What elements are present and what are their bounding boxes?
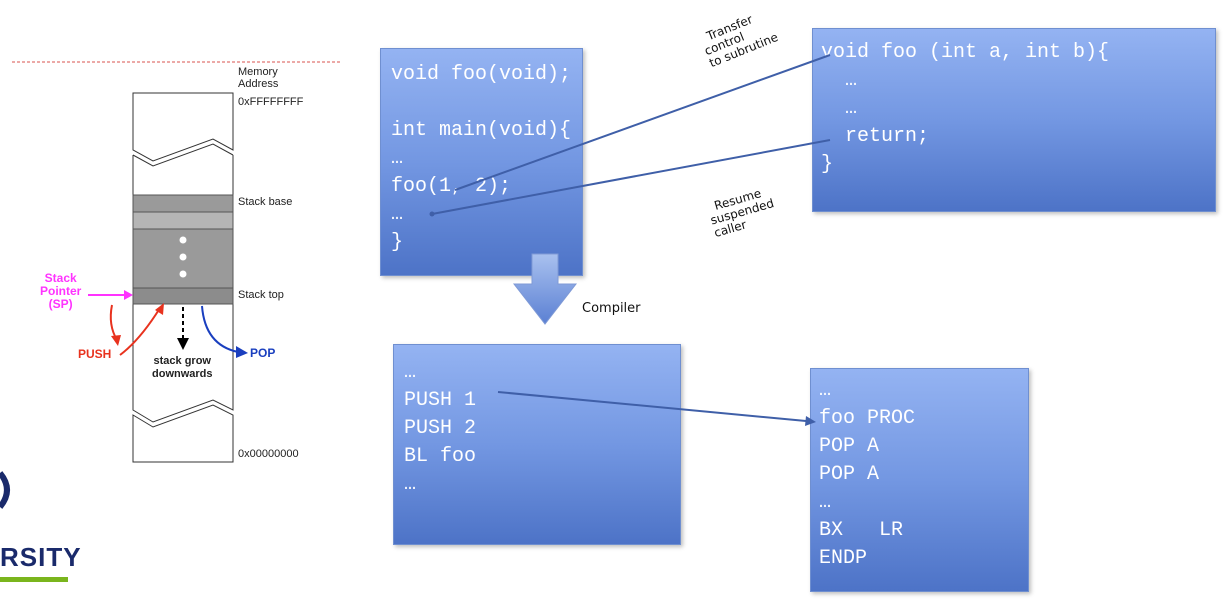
c-caller-box: void foo(void); int main(void){ … foo(1,… (380, 48, 583, 276)
code-line: PUSH 1 (404, 389, 477, 412)
stack-slot (132, 194, 234, 213)
memory-bottom-segment (132, 404, 234, 463)
push-arrow-up (119, 307, 161, 356)
compiler-arrow (512, 253, 578, 325)
code-line: … (404, 361, 417, 384)
code-line: int main(void){ (391, 119, 572, 142)
code-line: foo PROC (819, 407, 916, 430)
code-line: BX LR (819, 519, 904, 542)
code-line: POP A (819, 435, 880, 458)
code-line: … (821, 97, 858, 120)
c-callee-box: void foo (int a, int b){ … … return; } (812, 28, 1216, 212)
bottom-address-label: 0x00000000 (238, 448, 299, 460)
logo-arc (0, 470, 22, 510)
code-line: } (821, 153, 834, 176)
code-line: void foo(void); (391, 63, 572, 86)
code-line: PUSH 2 (404, 417, 477, 440)
code-line: return; (821, 125, 930, 148)
logo-bar (0, 577, 68, 582)
logo-text: RSITY (0, 542, 82, 572)
code-line: void foo (int a, int b){ (821, 41, 1110, 64)
stack-diagram (12, 61, 342, 463)
top-address-label: 0xFFFFFFFF (238, 96, 304, 108)
code-line: ENDP (819, 547, 868, 570)
ellipsis-dot (179, 270, 187, 278)
memory-middle-segment (132, 155, 234, 423)
ellipsis-dot (179, 253, 187, 261)
pop-arrow (201, 305, 239, 353)
code-line: foo(1, 2); (391, 175, 512, 198)
sp-arrow-head (124, 290, 133, 300)
code-line: … (391, 147, 404, 170)
memory-break-line (132, 143, 234, 167)
stack-slot (132, 287, 234, 305)
code-line: BL foo (404, 445, 477, 468)
asm-callee-box: … foo PROC POP A POP A … BX LR ENDP (810, 368, 1029, 592)
pop-label: POP (250, 346, 276, 360)
code-line: … (404, 473, 417, 496)
push-label: PUSH (78, 347, 112, 361)
push-arrow-down (109, 304, 118, 341)
code-line: … (391, 203, 404, 226)
code-line: POP A (819, 463, 880, 486)
code-line: … (819, 491, 832, 514)
code-line (391, 89, 582, 117)
memory-top-segment (132, 92, 234, 162)
stack-top-label: Stack top (238, 289, 284, 301)
ellipsis-dot (179, 236, 187, 244)
code-line: … (819, 379, 832, 402)
stack-slot (132, 211, 234, 230)
code-line: … (821, 69, 858, 92)
compiler-label: Compiler (582, 301, 641, 316)
grow-arrow-head (177, 338, 189, 350)
asm-caller-box: … PUSH 1 PUSH 2 BL foo … (393, 344, 681, 545)
code-line: } (391, 231, 404, 254)
stack-base-label: Stack base (238, 196, 293, 208)
